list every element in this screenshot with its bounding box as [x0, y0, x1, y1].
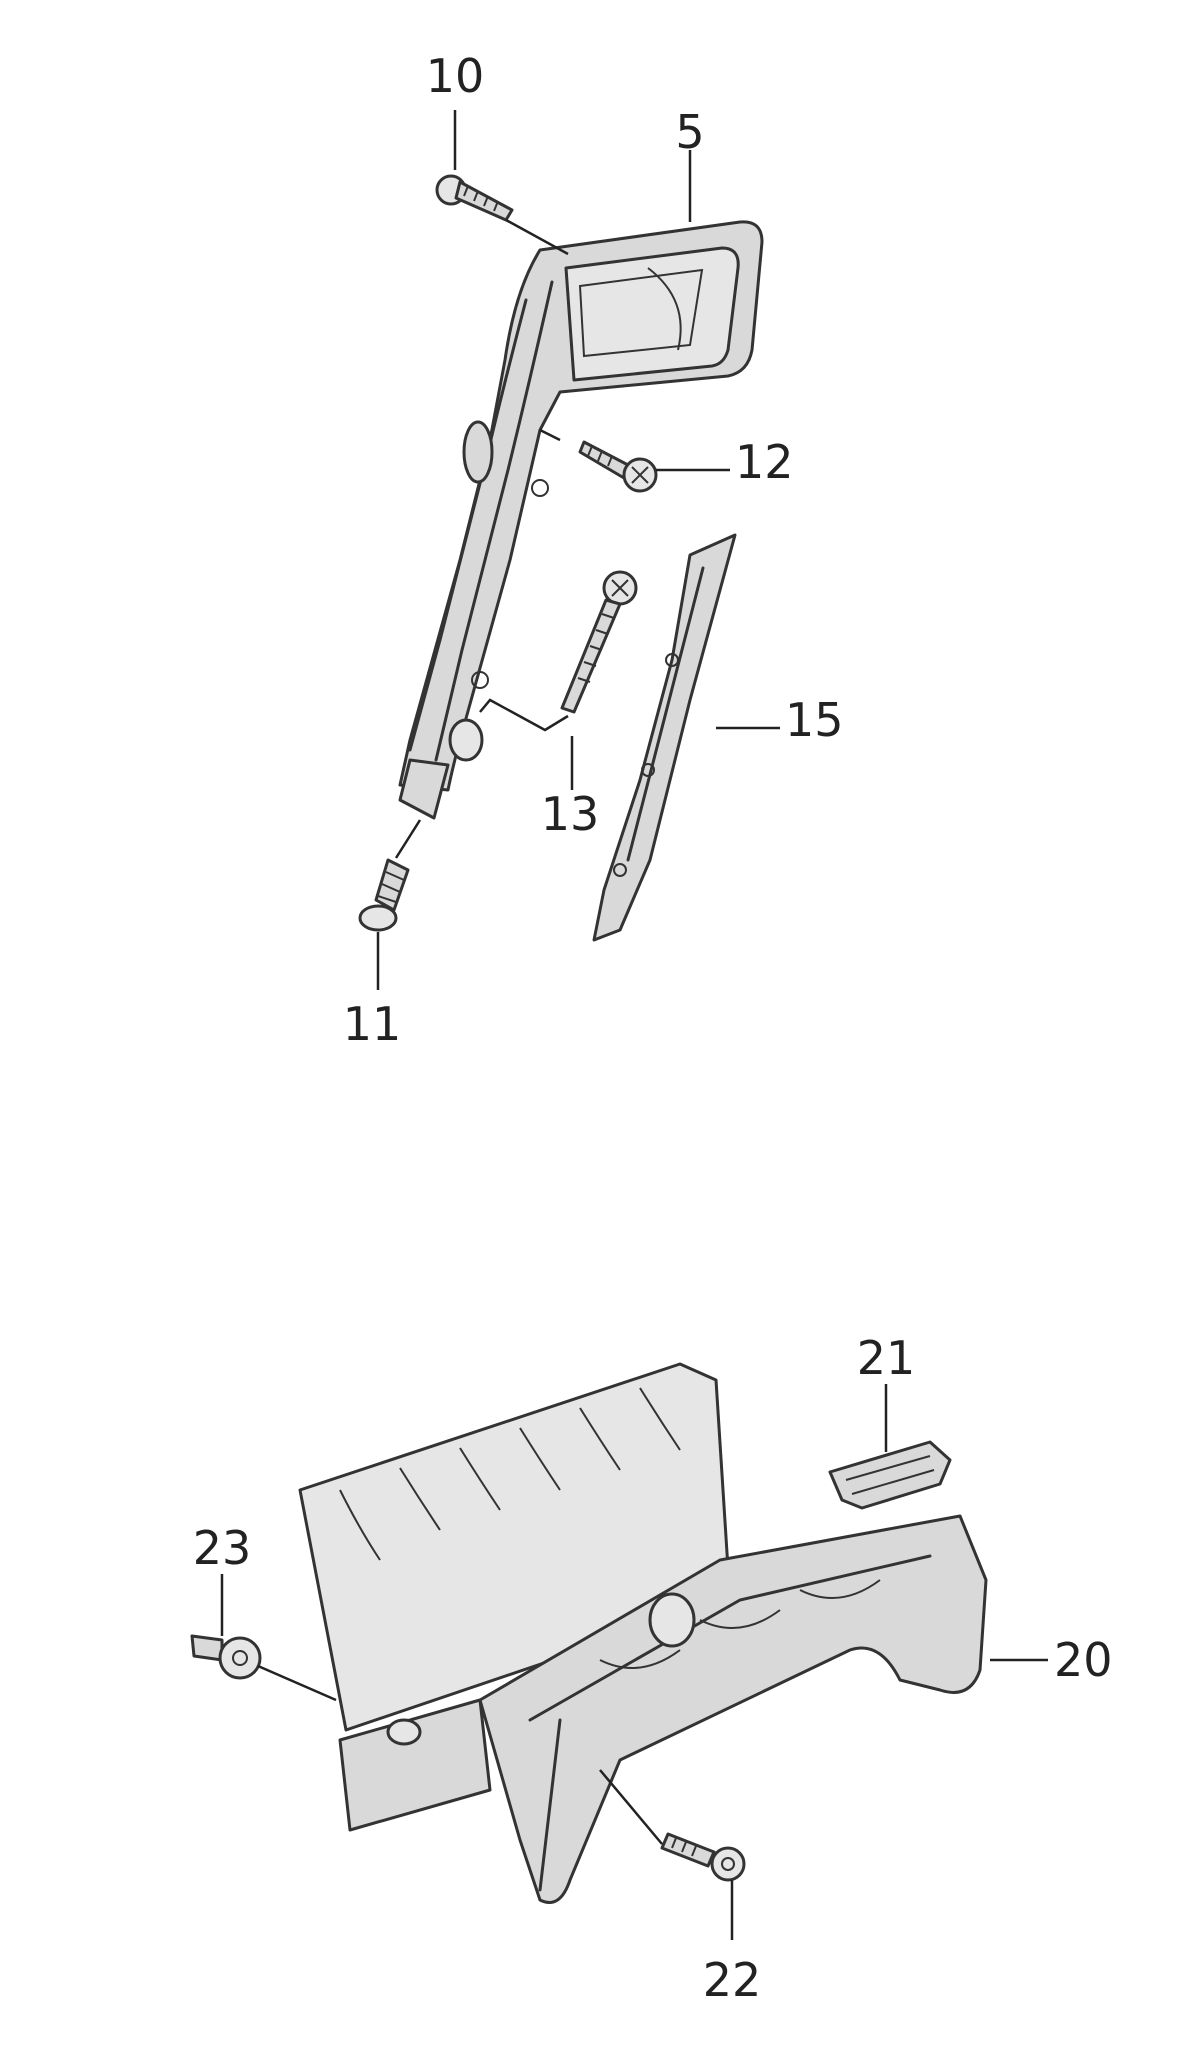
callout-23: 23 — [193, 1521, 252, 1575]
callout-11: 11 — [343, 997, 402, 1051]
part-13-screw — [560, 570, 638, 714]
callout-12: 12 — [735, 435, 794, 489]
callout-labels: 10 5 12 13 15 11 21 23 20 22 — [193, 49, 1113, 2007]
upper-leader-lines — [376, 110, 780, 990]
part-22-screw — [660, 1832, 746, 1882]
part-23-pin-fastener — [190, 1634, 262, 1680]
lower-leader-lines — [220, 1384, 1048, 1940]
callout-10: 10 — [426, 49, 485, 103]
part-5-pillar-trim — [398, 220, 764, 820]
part-10-screw — [435, 174, 514, 222]
callout-13: 13 — [541, 787, 600, 841]
part-12-screw — [578, 440, 658, 493]
callout-5: 5 — [675, 105, 704, 159]
part-20-storage-tray — [298, 1362, 988, 1904]
callout-21: 21 — [857, 1331, 916, 1385]
part-11-screw — [358, 858, 410, 932]
part-21-clip — [828, 1440, 952, 1510]
callout-20: 20 — [1054, 1633, 1113, 1687]
callout-22: 22 — [703, 1953, 762, 2007]
part-15-trim-strip — [592, 533, 737, 942]
callout-15: 15 — [785, 693, 844, 747]
